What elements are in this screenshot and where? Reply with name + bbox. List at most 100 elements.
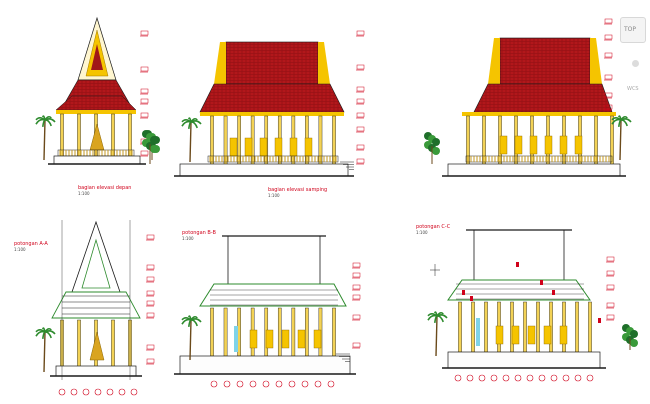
- window: [527, 325, 536, 345]
- shrub-leaf: [432, 147, 440, 155]
- window: [559, 135, 568, 155]
- window: [529, 135, 538, 155]
- grid-bubble: [574, 374, 582, 382]
- dimension-tag: [140, 150, 149, 156]
- palm-trunk: [619, 119, 622, 161]
- column: [111, 319, 115, 369]
- column: [575, 301, 579, 353]
- view-cube-label: TOP: [624, 26, 637, 33]
- dimension-tag: [140, 98, 149, 104]
- window: [289, 137, 298, 157]
- dimension-tag: [356, 126, 365, 132]
- dimension-tag: [606, 270, 615, 276]
- dimension-tag: [146, 358, 155, 364]
- grid-bubble: [275, 380, 283, 388]
- roof-fascia: [56, 110, 136, 114]
- middle-roof: [473, 83, 613, 113]
- dimension-tag: [140, 66, 149, 72]
- gable-inner: [81, 238, 111, 289]
- column: [210, 307, 214, 357]
- roof-section: [51, 291, 141, 319]
- column: [223, 115, 228, 167]
- section-c-view: [427, 229, 638, 382]
- palm-trunk: [189, 319, 192, 361]
- palm-frond: [436, 311, 444, 317]
- building-plinth: [55, 365, 137, 377]
- window: [499, 135, 508, 155]
- grid-bubble: [526, 374, 534, 382]
- window: [265, 329, 274, 349]
- front-elevation-view: [35, 16, 160, 165]
- dimension-tag: [352, 314, 361, 320]
- grid-bubble: [562, 374, 570, 382]
- palm-frond: [620, 115, 628, 121]
- palm-frond: [44, 115, 52, 121]
- window: [514, 135, 523, 155]
- dimension-tag: [604, 104, 613, 110]
- middle-roof-section: [199, 283, 347, 307]
- column: [223, 307, 228, 357]
- interior-statue: [476, 318, 480, 346]
- column: [588, 301, 592, 353]
- window: [244, 137, 253, 157]
- view-cube[interactable]: TOP: [620, 17, 646, 43]
- wcs-indicator[interactable]: WCS: [627, 86, 639, 92]
- grid-bubble: [301, 380, 309, 388]
- palm-frond: [190, 315, 198, 321]
- palm-frond: [190, 117, 198, 123]
- grid-bubble: [118, 388, 126, 396]
- dimension-tag: [604, 74, 613, 80]
- grid-bubble: [586, 374, 594, 382]
- dimension-tag: [146, 312, 155, 318]
- window: [559, 325, 568, 345]
- dimension-tag: [356, 144, 365, 150]
- gable-inner: [91, 44, 103, 70]
- window: [297, 329, 306, 349]
- grid-bubble: [327, 380, 335, 388]
- column: [458, 301, 462, 353]
- dimension-tag: [146, 300, 155, 306]
- dimension-tag: [352, 262, 361, 268]
- section-a-view: [35, 220, 155, 396]
- building-plinth: [447, 163, 621, 177]
- window: [574, 135, 583, 155]
- column: [484, 301, 488, 353]
- grid-bubble: [550, 374, 558, 382]
- column: [291, 307, 296, 357]
- dimension-tag: [606, 302, 615, 308]
- revision-marker: [540, 280, 543, 285]
- revision-marker: [552, 290, 555, 295]
- dimension-tag: [146, 344, 155, 350]
- palm-frond: [620, 119, 628, 127]
- dimension-tag: [140, 30, 149, 36]
- building-plinth: [447, 351, 601, 369]
- grid-bubble: [288, 380, 296, 388]
- dimension-tag: [604, 18, 613, 24]
- balustrade-frame: [465, 155, 613, 163]
- window: [511, 325, 520, 345]
- column: [332, 307, 336, 357]
- palm-trunk: [43, 119, 46, 161]
- revision-marker: [462, 290, 465, 295]
- palm-frond: [44, 119, 52, 127]
- column: [318, 115, 323, 167]
- navigation-wheel-icon[interactable]: [632, 60, 639, 67]
- dimension-tag: [356, 98, 365, 104]
- palm-frond: [190, 121, 198, 129]
- column: [536, 301, 540, 353]
- palm-frond: [436, 315, 444, 323]
- dimension-tag: [352, 272, 361, 278]
- grid-bubble: [502, 374, 510, 382]
- upper-roof-section: [227, 235, 321, 285]
- window: [259, 137, 268, 157]
- upper-roof-edge-left: [214, 42, 226, 84]
- grid-bubble: [514, 374, 522, 382]
- dimension-tag: [352, 284, 361, 290]
- grid-bubble: [314, 380, 322, 388]
- shrub-leaf: [630, 339, 638, 347]
